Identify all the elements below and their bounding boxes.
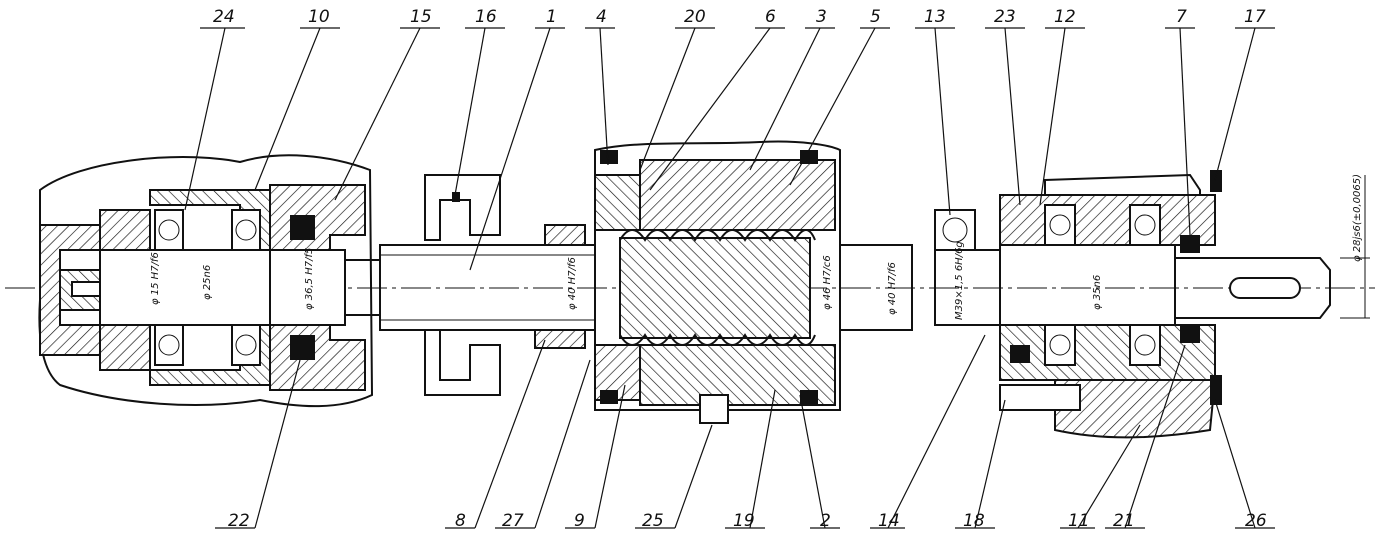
- callout-18: 18: [963, 511, 985, 531]
- callout-19: 19: [733, 511, 755, 531]
- callout-20: 20: [684, 7, 706, 27]
- dim-5: φ 46 H7/c6: [822, 255, 833, 310]
- dim-7: M39×1,5 6H/6g: [954, 241, 965, 320]
- callout-13: 13: [924, 7, 946, 27]
- callout-9: 9: [574, 511, 585, 531]
- dim-3: φ 36,5 H7/f5: [304, 248, 315, 310]
- dim-4: φ 40 H7/f6: [567, 257, 578, 310]
- callout-6: 6: [765, 7, 776, 27]
- callout-4: 4: [596, 7, 607, 27]
- center-housing: [534, 140, 841, 424]
- callout-22: 22: [228, 511, 250, 531]
- callout-21: 21: [1113, 511, 1135, 531]
- callout-5: 5: [870, 7, 881, 27]
- callout-11: 11: [1068, 511, 1090, 531]
- left-housing: [38, 154, 381, 408]
- dim-9: φ 28js6(±0,0065): [1352, 174, 1363, 262]
- callouts-bottom: 22 8 27 9 25 19 2 14 18 11 21 26: [215, 334, 1275, 531]
- callout-3: 3: [816, 7, 827, 27]
- bracket-16: [424, 174, 501, 396]
- dim-8: φ 35n6: [1092, 275, 1103, 310]
- callout-16: 16: [475, 7, 497, 27]
- callout-24: 24: [213, 7, 235, 27]
- callout-26: 26: [1245, 511, 1267, 531]
- callout-10: 10: [308, 7, 330, 27]
- callout-27: 27: [502, 511, 524, 531]
- callout-8: 8: [455, 511, 466, 531]
- callout-15: 15: [410, 7, 432, 27]
- callout-14: 14: [878, 511, 900, 531]
- right-housing: [934, 170, 1331, 439]
- dim-1: φ 15 H7/f6: [150, 252, 161, 305]
- callout-1: 1: [546, 7, 557, 27]
- callout-2: 2: [820, 511, 831, 531]
- worm-thread: [619, 229, 816, 346]
- callout-25: 25: [642, 511, 664, 531]
- dim-2: φ 25n6: [202, 265, 213, 300]
- callouts-top: 24 10 15 16 1 4 20 6 3 5 13 23 12 7 17: [184, 7, 1275, 271]
- callout-7: 7: [1176, 7, 1187, 27]
- dim-6: φ 40 H7/f6: [887, 262, 898, 315]
- callout-23: 23: [994, 7, 1016, 27]
- callout-17: 17: [1244, 7, 1266, 27]
- callout-12: 12: [1054, 7, 1076, 27]
- dimension-labels: φ 15 H7/f6 φ 25n6 φ 36,5 H7/f5 φ 40 H7/f…: [150, 174, 1363, 320]
